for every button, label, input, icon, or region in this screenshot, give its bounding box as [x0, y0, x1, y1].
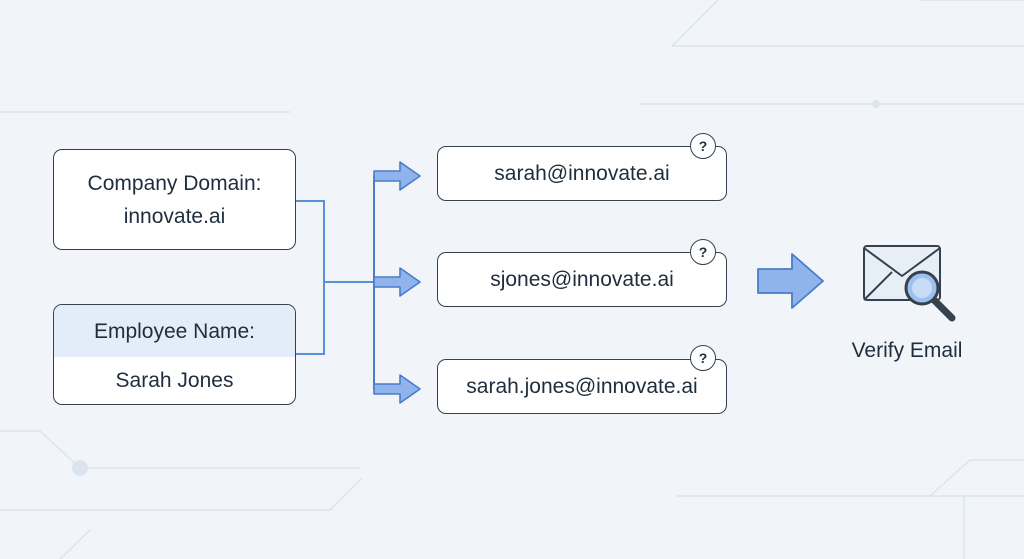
- candidate-email-text: sarah@innovate.ai: [494, 161, 670, 185]
- employee-name-box: Employee Name: Sarah Jones: [53, 304, 296, 405]
- branch-arrow-2: [373, 267, 421, 297]
- employee-name-header: Employee Name:: [54, 305, 295, 357]
- company-domain-label: Company Domain:: [87, 171, 262, 195]
- candidate-email-text: sarah.jones@innovate.ai: [466, 374, 698, 398]
- branch-arrow-3: [373, 374, 421, 404]
- verify-arrow: [757, 253, 824, 309]
- employee-name-value-row: Sarah Jones: [54, 357, 295, 404]
- question-badge-icon: ?: [690, 345, 716, 371]
- email-magnifier-icon: [863, 245, 956, 322]
- company-domain-value: innovate.ai: [123, 204, 226, 228]
- verify-email-label: Verify Email: [851, 339, 963, 362]
- branch-arrow-1: [373, 161, 421, 191]
- question-badge-icon: ?: [690, 133, 716, 159]
- employee-name-label: Employee Name:: [93, 319, 256, 343]
- candidate-email-text: sjones@innovate.ai: [490, 267, 674, 291]
- candidate-email-3: sarah.jones@innovate.ai: [437, 359, 727, 414]
- employee-name-value: Sarah Jones: [115, 369, 234, 392]
- candidate-email-1: sarah@innovate.ai: [437, 146, 727, 201]
- company-domain-box: Company Domain: innovate.ai: [53, 149, 296, 250]
- question-badge-icon: ?: [690, 239, 716, 265]
- candidate-email-2: sjones@innovate.ai: [437, 252, 727, 307]
